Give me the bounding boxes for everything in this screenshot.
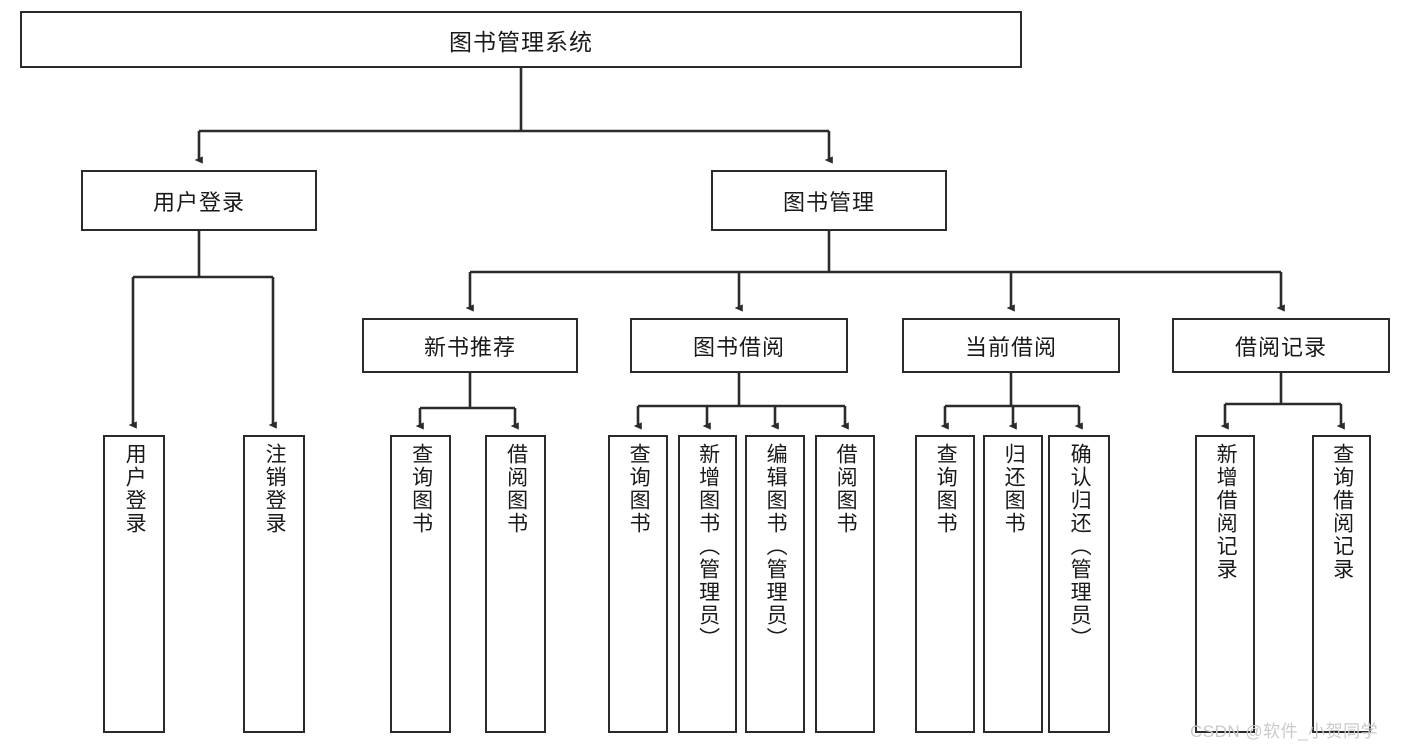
leaf-user-login-logout[interactable]: 注销登录 [243, 435, 305, 733]
node-label: 借阅记录 [1234, 334, 1327, 360]
node-label: 借阅图书 [834, 443, 858, 535]
node-label: 用户登录 [123, 443, 147, 535]
leaf-current-query-book[interactable]: 查询图书 [915, 435, 975, 733]
leaf-current-confirm-return-admin[interactable]: 确认归还（管理员） [1048, 435, 1110, 733]
watermark-text: CSDN @软件_小贺同学 [1190, 722, 1379, 741]
node-label: 新书推荐 [423, 334, 516, 360]
leaf-borrow-borrow-book[interactable]: 借阅图书 [815, 435, 875, 733]
leaf-borrow-add-book-admin[interactable]: 新增图书（管理员） [678, 435, 737, 733]
leaf-new-book-query[interactable]: 查询图书 [390, 435, 451, 733]
node-label: 确认归还（管理员） [1068, 443, 1092, 650]
node-label: 编辑图书（管理员） [764, 443, 788, 650]
node-label: 新增图书（管理员） [696, 443, 720, 650]
node-new-book-recommend[interactable]: 新书推荐 [362, 318, 578, 373]
node-label: 查询图书 [409, 443, 433, 535]
node-label: 新增借阅记录 [1214, 443, 1238, 581]
node-root-system[interactable]: 图书管理系统 [20, 11, 1022, 68]
leaf-current-return-book[interactable]: 归还图书 [983, 435, 1043, 733]
node-label: 查询借阅记录 [1330, 443, 1354, 581]
leaf-record-query-record[interactable]: 查询借阅记录 [1312, 435, 1371, 733]
node-label: 查询图书 [934, 443, 958, 535]
leaf-record-add-record[interactable]: 新增借阅记录 [1195, 435, 1255, 733]
node-book-management[interactable]: 图书管理 [711, 170, 947, 231]
node-label: 图书借阅 [692, 334, 785, 360]
node-label: 用户登录 [152, 189, 245, 215]
node-user-login[interactable]: 用户登录 [81, 170, 317, 231]
node-label: 注销登录 [263, 443, 287, 535]
leaf-new-book-borrow[interactable]: 借阅图书 [485, 435, 546, 733]
node-borrow-record[interactable]: 借阅记录 [1172, 318, 1390, 373]
leaf-borrow-edit-book-admin[interactable]: 编辑图书（管理员） [745, 435, 805, 733]
node-label: 图书管理系统 [449, 28, 593, 55]
leaf-borrow-query-book[interactable]: 查询图书 [608, 435, 668, 733]
node-label: 借阅图书 [504, 443, 528, 535]
watermark-csdn: CSDN @软件_小贺同学 [1190, 717, 1378, 742]
node-label: 查询图书 [627, 443, 651, 535]
leaf-user-login-login[interactable]: 用户登录 [103, 435, 165, 733]
node-label: 图书管理 [782, 189, 875, 215]
node-label: 当前借阅 [964, 334, 1057, 360]
node-book-borrow[interactable]: 图书借阅 [630, 318, 848, 373]
node-label: 归还图书 [1002, 443, 1026, 535]
node-current-borrow[interactable]: 当前借阅 [902, 318, 1120, 373]
